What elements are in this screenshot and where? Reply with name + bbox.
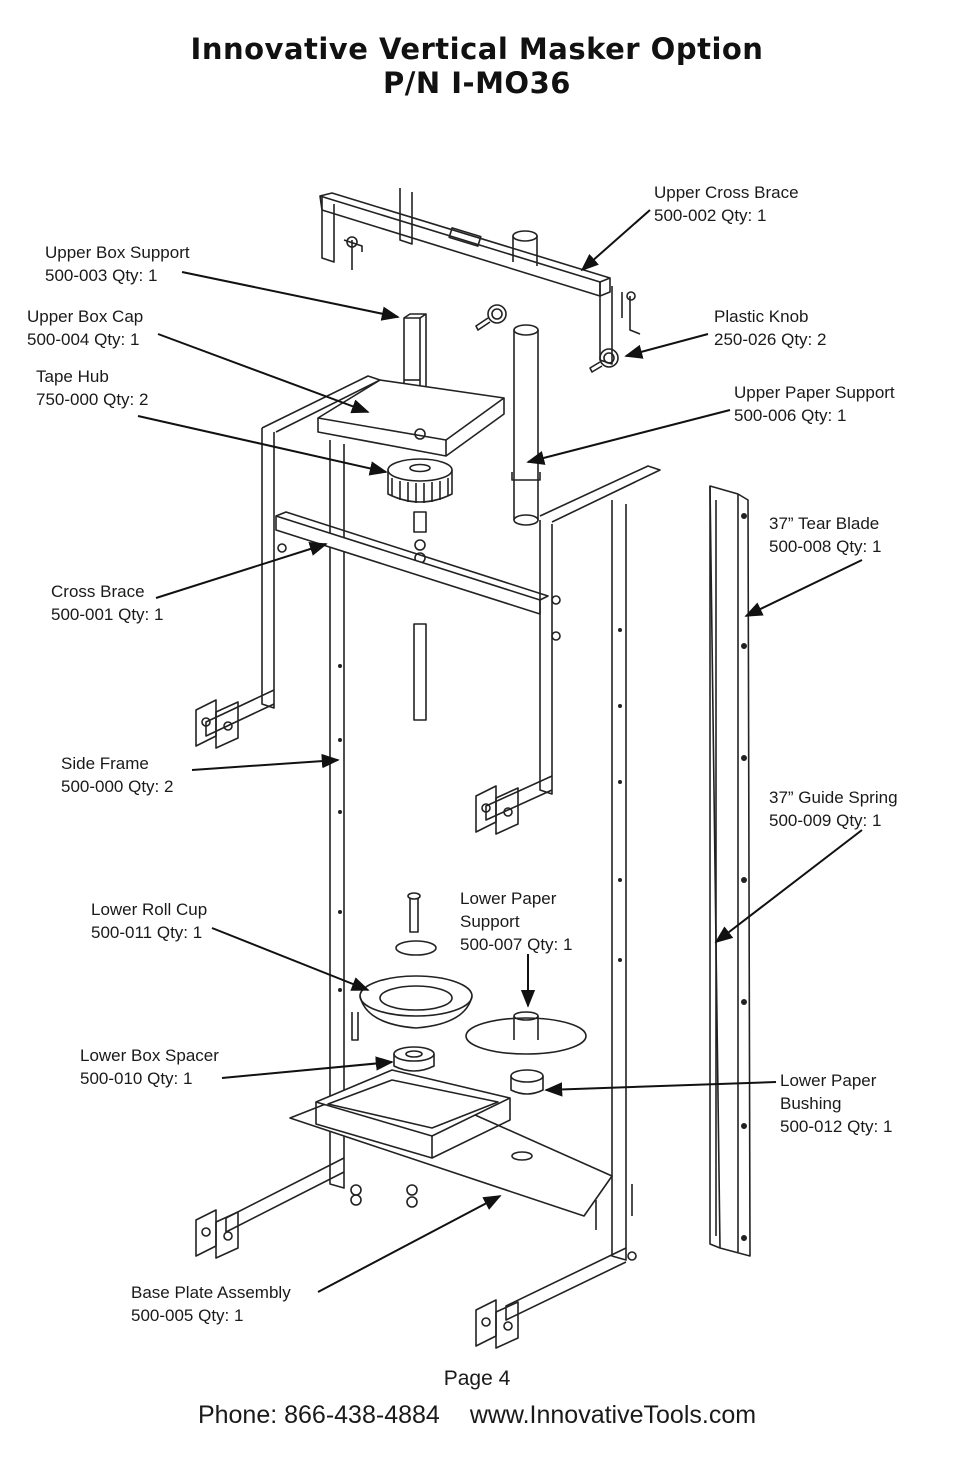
lower-roll-cup-shape <box>359 892 473 1029</box>
right-side-frame-shape <box>475 465 661 1261</box>
website-link[interactable]: www.InnovativeTools.com <box>469 1401 757 1429</box>
phone-number: Phone: 866-438-4884 <box>197 1401 440 1429</box>
bottom-feet-shape <box>195 1157 637 1349</box>
lower-box-spacer-shape <box>393 1046 435 1072</box>
lower-paper-support-shape <box>465 1011 587 1055</box>
base-plate-shape <box>289 1012 613 1217</box>
page-number: Page 4 <box>443 1367 511 1390</box>
page-title: Innovative Vertical Masker Option <box>190 32 764 66</box>
upper-paper-support-shape <box>511 324 541 526</box>
left-side-frame-shape <box>195 375 381 1189</box>
upper-cross-brace-shape <box>319 188 641 365</box>
upper-box-shape <box>317 313 505 457</box>
tear-blade-holes <box>741 513 747 1241</box>
tear-blade-shape <box>709 485 751 1257</box>
frame-holes <box>338 628 622 992</box>
contact-line: Phone: 866-438-4884 www.InnovativeTools.c… <box>0 1401 954 1430</box>
plastic-knob-shapes <box>475 304 619 373</box>
tape-hub-shape <box>387 458 453 721</box>
callout-arrows <box>137 209 863 1293</box>
lower-paper-bushing-shape <box>510 1069 544 1095</box>
part-number-title: P/N I-MO36 <box>383 66 571 100</box>
